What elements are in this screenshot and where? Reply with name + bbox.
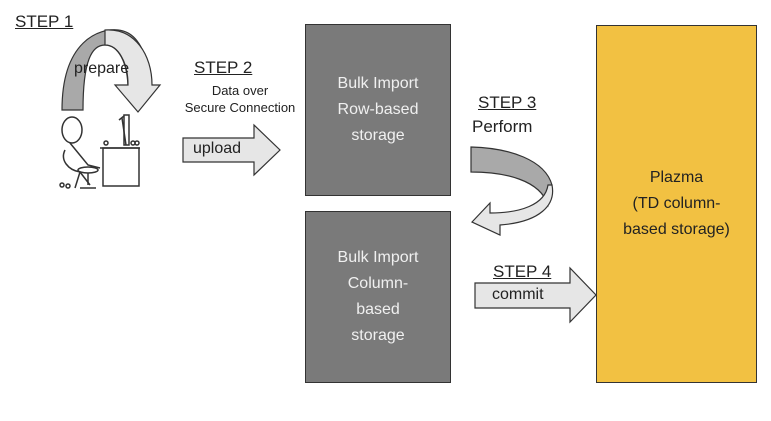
row-based-storage-box: Bulk Import Row-based storage xyxy=(305,24,451,196)
plazma-storage-box: Plazma (TD column- based storage) xyxy=(596,25,757,383)
step1-title: STEP 1 xyxy=(15,12,74,31)
upload-label: upload xyxy=(193,140,242,157)
prepare-arrow-icon xyxy=(61,29,162,113)
row-based-storage-label: Bulk Import Row-based storage xyxy=(337,75,419,144)
commit-arrow-icon xyxy=(474,266,597,324)
plazma-storage-label: Plazma (TD column- based storage) xyxy=(623,169,730,238)
step4-title: STEP 4 xyxy=(493,262,552,281)
commit-label: commit xyxy=(492,286,544,303)
perform-arrow-icon xyxy=(470,146,554,236)
column-based-storage-box: Bulk Import Column- based storage xyxy=(305,211,451,383)
step2-title: STEP 2 xyxy=(194,58,253,77)
step3-title: STEP 3 xyxy=(478,93,537,112)
upload-arrow-icon xyxy=(182,123,281,177)
person-at-desk-icon xyxy=(59,114,140,189)
step2-subtitle-line1: Data over xyxy=(211,83,269,98)
prepare-label: prepare xyxy=(74,60,130,77)
step2-subtitle-line2: Secure Connection xyxy=(184,100,296,115)
column-based-storage-label: Bulk Import Column- based storage xyxy=(337,249,419,344)
step3-subtitle: Perform xyxy=(472,117,533,136)
